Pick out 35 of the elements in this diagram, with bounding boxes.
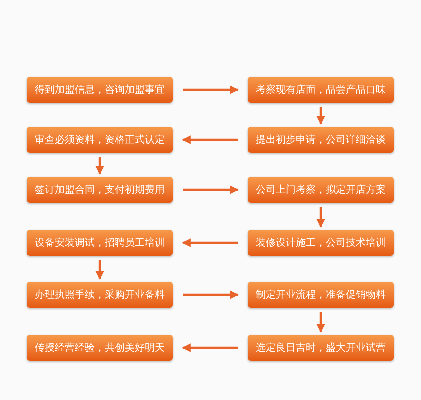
step-text: 签订加盟合同，支付初期费用 [35, 184, 165, 198]
process-box [248, 77, 394, 103]
step-text: 制定开业流程，准备促销物料 [256, 288, 386, 302]
step-text: 得到加盟信息，咨询加盟事宜 [35, 84, 165, 98]
step-text: 装修设计施工，公司技术培训 [256, 236, 386, 250]
process-box [27, 77, 173, 103]
process-box [248, 335, 394, 361]
arrow [182, 136, 238, 144]
arrow [316, 312, 326, 333]
step-text: 审查必须资料，资格正式认定 [35, 134, 165, 148]
arrow [182, 344, 238, 352]
process-box [248, 177, 394, 203]
process-box [27, 335, 173, 361]
process-box [248, 127, 394, 153]
process-box [248, 230, 394, 256]
process-box [27, 230, 173, 256]
process-box [27, 127, 173, 153]
step-text: 考察现有店面，品尝产品口味 [256, 84, 386, 98]
arrow [182, 238, 238, 248]
arrow [183, 186, 239, 194]
arrow [316, 207, 326, 228]
step-text: 传授经营经验，共创美好明天 [35, 342, 165, 356]
arrow [96, 157, 104, 175]
step-text: 选定良日吉时，盛大开业试营 [256, 342, 386, 356]
process-box [27, 177, 173, 203]
step-text: 办理执照手续，采购开业备料 [35, 288, 165, 302]
arrow [96, 260, 104, 280]
step-text: 提出初步申请，公司详细洽谈 [256, 134, 386, 148]
process-box [27, 282, 173, 308]
step-text: 设备安装调试，招聘员工培训 [35, 236, 165, 250]
process-box [248, 282, 394, 308]
arrow [316, 107, 326, 125]
arrow [183, 290, 239, 300]
arrow [183, 86, 239, 94]
step-text: 公司上门考察，拟定开店方案 [256, 184, 386, 198]
